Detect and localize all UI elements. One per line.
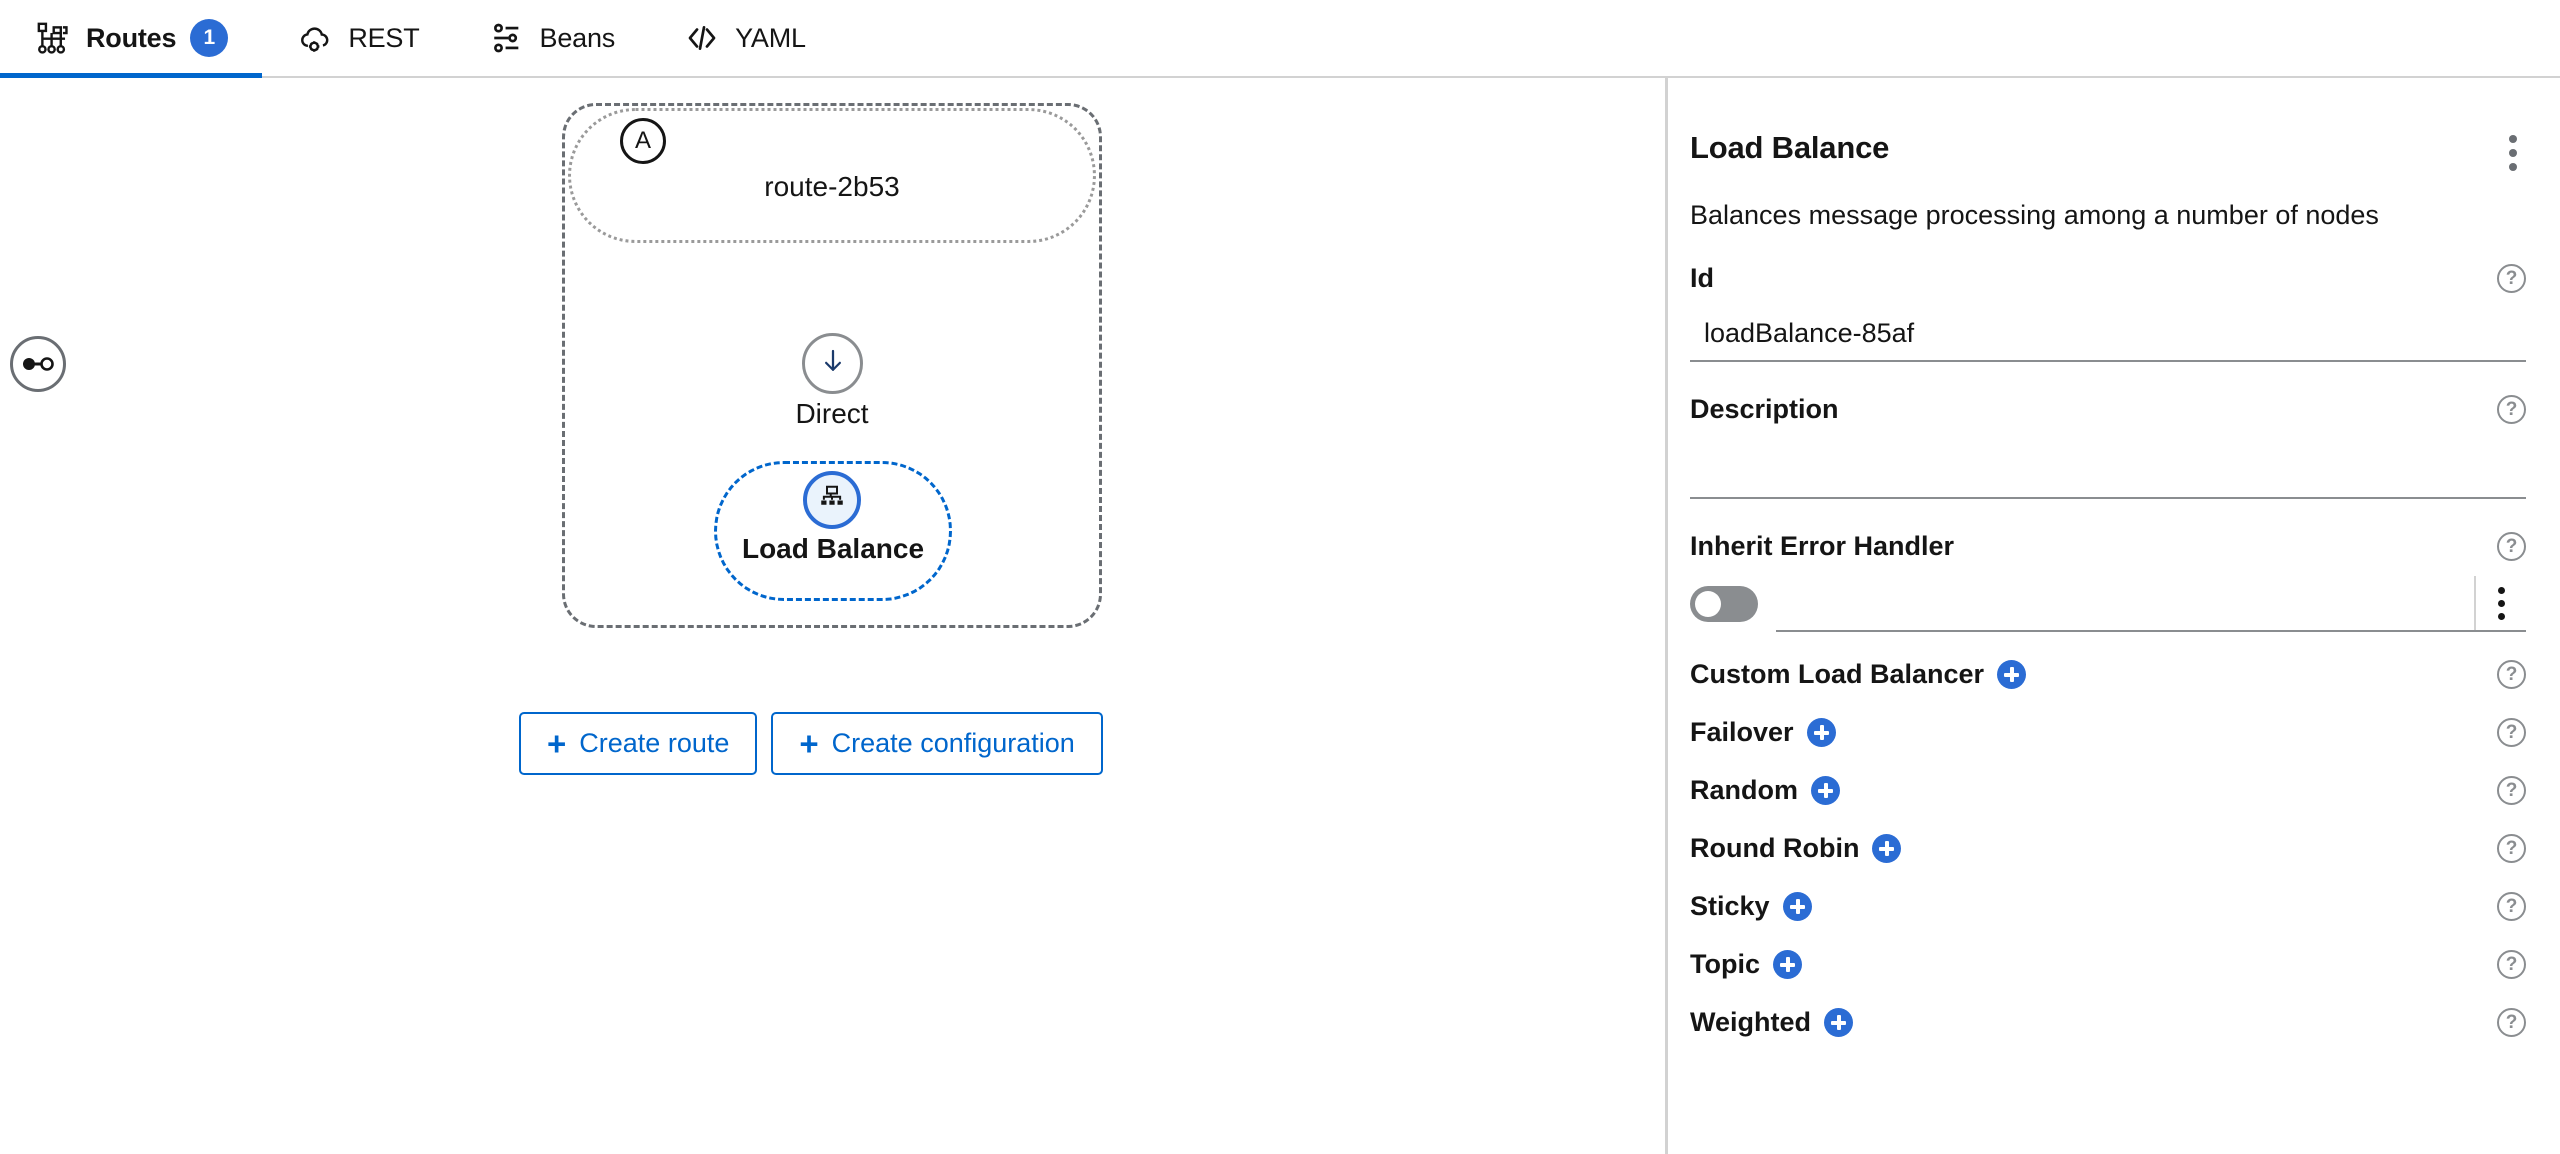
tab-yaml[interactable]: YAML <box>649 0 840 76</box>
kebab-menu-icon[interactable] <box>2496 130 2530 176</box>
field-inherit-error-handler: Inherit Error Handler ? <box>1690 531 2526 632</box>
question-circle-icon[interactable]: ? <box>2497 660 2526 689</box>
properties-panel: Load Balance Balances message processing… <box>1665 78 2560 1154</box>
load-balance-icon <box>817 483 847 518</box>
question-circle-icon[interactable]: ? <box>2497 1008 2526 1037</box>
create-route-label: Create route <box>579 728 730 758</box>
sliders-icon <box>488 19 526 57</box>
route-canvas[interactable]: route-2b53 A Direct <box>0 78 1665 1154</box>
tab-routes[interactable]: Routes 1 <box>0 0 263 78</box>
add-icon[interactable] <box>1824 1008 1853 1037</box>
inherit-error-handler-input[interactable] <box>1776 576 2474 630</box>
canvas-connectors <box>0 78 300 228</box>
option-row-custom-load-balancer[interactable]: Custom Load Balancer ? <box>1690 632 2526 690</box>
question-circle-icon[interactable]: ? <box>2497 834 2526 863</box>
tab-yaml-label: YAML <box>735 22 806 53</box>
option-label-round-robin: Round Robin <box>1690 833 1860 863</box>
option-label-random: Random <box>1690 775 1798 805</box>
field-description: Description ? <box>1690 394 2526 499</box>
tab-routes-label: Routes <box>86 22 177 53</box>
question-circle-icon[interactable]: ? <box>2497 776 2526 805</box>
create-configuration-button[interactable]: + Create configuration <box>771 712 1103 775</box>
option-row-weighted[interactable]: Weighted ? <box>1690 980 2526 1038</box>
tab-rest-label: REST <box>348 22 420 53</box>
routes-icon <box>34 19 72 57</box>
add-icon[interactable] <box>1997 660 2027 689</box>
option-row-random[interactable]: Random ? <box>1690 748 2526 806</box>
option-row-round-robin[interactable]: Round Robin ? <box>1690 806 2526 864</box>
description-input[interactable] <box>1690 437 2526 499</box>
field-description-label: Description <box>1690 394 1839 424</box>
create-configuration-label: Create configuration <box>831 728 1075 758</box>
cloud-gear-icon <box>296 19 334 57</box>
option-label-topic: Topic <box>1690 949 1760 979</box>
tab-beans[interactable]: Beans <box>454 0 650 76</box>
field-id-header: Id ? <box>1690 263 2526 294</box>
panel-description: Balances message processing among a numb… <box>1690 200 2379 230</box>
create-route-button[interactable]: + Create route <box>519 712 758 775</box>
option-label-failover: Failover <box>1690 717 1794 747</box>
id-input[interactable] <box>1690 306 2526 362</box>
canvas-action-buttons: + Create route + Create configuration <box>519 712 1103 775</box>
add-icon[interactable] <box>1773 950 1802 979</box>
field-id-label: Id <box>1690 263 1714 293</box>
node-direct-label: Direct <box>795 398 869 429</box>
add-icon[interactable] <box>1782 892 1812 921</box>
field-id: Id ? <box>1690 263 2526 362</box>
field-description-header: Description ? <box>1690 394 2526 425</box>
panel-header: Load Balance <box>1690 78 2526 176</box>
add-icon[interactable] <box>1811 776 1840 805</box>
question-circle-icon[interactable]: ? <box>2497 264 2526 293</box>
question-circle-icon[interactable]: ? <box>2497 950 2526 979</box>
route-title: route-2b53 <box>764 170 900 202</box>
plus-icon: + <box>799 725 819 762</box>
option-row-topic[interactable]: Topic ? <box>1690 922 2526 980</box>
add-icon[interactable] <box>1806 718 1836 747</box>
entry-endpoint-icon[interactable] <box>10 336 66 392</box>
route-title-pill[interactable]: route-2b53 <box>568 108 1096 243</box>
route-badge: A <box>620 118 666 164</box>
tab-routes-badge: 1 <box>190 19 229 57</box>
inherit-error-handler-menu-icon[interactable] <box>2474 576 2526 630</box>
inherit-error-handler-input-wrap <box>1776 576 2526 632</box>
node-load-balance-selection[interactable] <box>714 461 952 601</box>
field-inherit-error-handler-header: Inherit Error Handler ? <box>1690 531 2526 562</box>
option-row-sticky[interactable]: Sticky ? <box>1690 864 2526 922</box>
tab-beans-label: Beans <box>539 22 616 53</box>
question-circle-icon[interactable]: ? <box>2497 532 2526 561</box>
option-label-sticky: Sticky <box>1690 891 1770 921</box>
question-circle-icon[interactable]: ? <box>2497 718 2526 747</box>
inherit-error-handler-toggle[interactable] <box>1690 586 1758 622</box>
field-inherit-error-handler-label: Inherit Error Handler <box>1690 531 1955 561</box>
main-tab-bar: Routes 1 REST <box>0 0 2560 78</box>
option-label-custom-load-balancer: Custom Load Balancer <box>1690 659 1985 689</box>
workspace: route-2b53 A Direct <box>0 78 2560 1154</box>
code-brackets-icon <box>683 19 721 57</box>
inherit-error-handler-row <box>1690 576 2526 632</box>
arrow-down-icon <box>818 346 848 381</box>
panel-title: Load Balance <box>1690 130 1890 165</box>
tab-rest[interactable]: REST <box>262 0 453 76</box>
node-load-balance-label: Load Balance <box>741 533 925 564</box>
plus-icon: + <box>547 725 567 762</box>
option-label-weighted: Weighted <box>1690 1007 1811 1037</box>
option-row-failover[interactable]: Failover ? <box>1690 690 2526 748</box>
add-icon[interactable] <box>1872 834 1902 863</box>
node-load-balance[interactable] <box>803 471 861 529</box>
question-circle-icon[interactable]: ? <box>2497 395 2526 424</box>
question-circle-icon[interactable]: ? <box>2497 892 2526 921</box>
route-group-container[interactable] <box>562 103 1102 628</box>
node-direct[interactable] <box>802 333 863 394</box>
